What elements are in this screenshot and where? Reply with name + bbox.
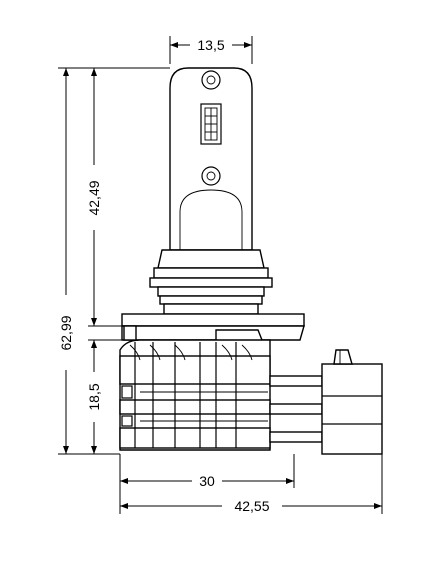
dimension-bulb-height: 42,49 — [86, 68, 122, 327]
heat-sink — [119, 339, 271, 451]
top-width-label: 13,5 — [197, 37, 224, 53]
base-width-label: 30 — [199, 473, 215, 489]
connector — [269, 349, 383, 455]
bulb-height-label: 42,49 — [86, 180, 102, 215]
upper-screw-hole — [201, 70, 221, 90]
base-height-label: 18,5 — [86, 383, 102, 410]
lower-screw-hole — [201, 166, 221, 186]
total-height-label: 62,99 — [58, 315, 74, 350]
dimension-total-width: 42,55 — [120, 454, 383, 514]
total-width-label: 42,55 — [234, 498, 269, 514]
dimension-total-height: 62,99 — [58, 67, 170, 455]
dimension-base-height: 18,5 — [86, 339, 122, 454]
led-chip — [200, 103, 222, 145]
base-flange — [121, 313, 305, 341]
bulb-collar — [149, 249, 273, 315]
bulb-head — [169, 67, 253, 251]
dimension-base-width: 30 — [119, 454, 295, 514]
dimension-top-width: 13,5 — [169, 36, 253, 64]
